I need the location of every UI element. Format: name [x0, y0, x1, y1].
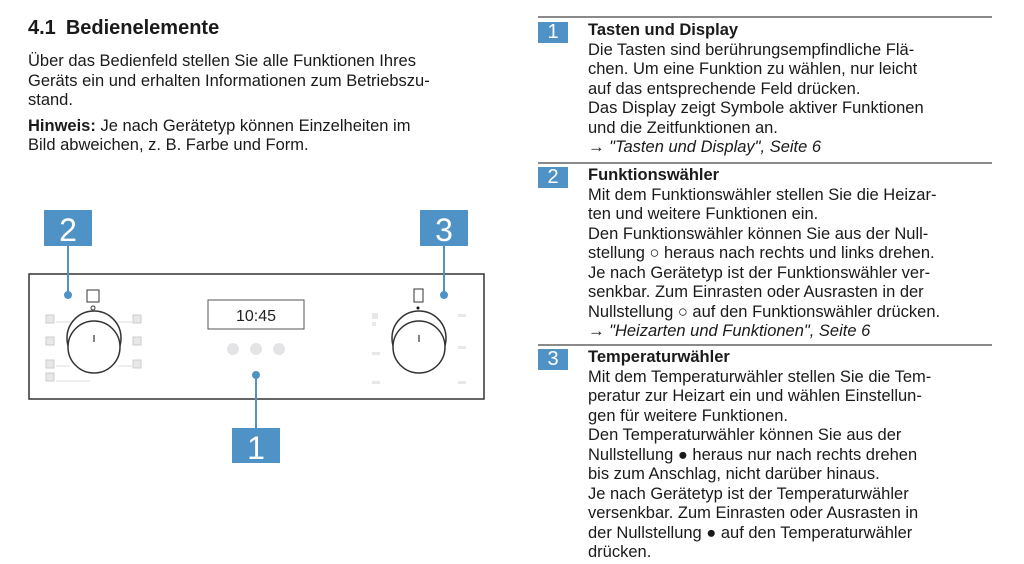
oven-light-icon [86, 289, 100, 303]
note-line: Hinweis: Je nach Gerätetyp können Einzel… [28, 117, 498, 137]
section-number: 4.1 [28, 17, 56, 39]
item-line: Je nach Gerätetyp ist der Funktionswähle… [588, 263, 931, 282]
item-tasten-und-display: Tasten und Display Die Tasten sind berüh… [588, 21, 924, 158]
divider [538, 162, 992, 164]
item-line: Die Tasten sind berührungsempfindliche F… [588, 40, 915, 59]
function-selector-knob [66, 310, 122, 374]
callout-label-2: 2 [59, 212, 77, 248]
item-line: ten und weitere Funktionen ein. [588, 205, 819, 223]
intro-line: Über das Bedienfeld stellen Sie alle Fun… [28, 52, 416, 70]
intro-line: Geräts ein und erhalten Informationen zu… [28, 71, 430, 90]
item-line: Den Temperaturwähler können Sie aus der [588, 426, 902, 444]
callout-label-3: 3 [435, 212, 453, 248]
item-line: der Nullstellung ● auf den Temperaturwäh… [588, 523, 913, 542]
section-heading: 4.1 Bedienelemente [28, 17, 219, 40]
item-line: und die Zeitfunktionen an. [588, 118, 778, 137]
item-badge-1: 1 [538, 22, 568, 43]
callout-badge-2 [44, 210, 92, 246]
callout-dot-2 [64, 291, 72, 299]
note-label: Hinweis: [28, 116, 96, 135]
item-badge-2: 2 [538, 167, 568, 188]
item-line: versenkbar. Zum Einrasten oder Ausrasten… [588, 504, 919, 522]
note-text: Je nach Gerätetyp können Einzelheiten im [95, 116, 411, 135]
item-line: Mit dem Funktionswähler stellen Sie die … [588, 185, 937, 204]
control-panel-diagram: 10:45 2 3 1 [28, 210, 485, 466]
divider [538, 344, 992, 346]
item-funktionswaehler: Funktionswähler Mit dem Funktionswähler … [588, 166, 940, 342]
callout-dot-3 [440, 291, 448, 299]
zero-position-dot [416, 306, 420, 310]
temperature-marks [372, 313, 466, 384]
section-title: Bedienelemente [65, 17, 220, 39]
item-badge-3: 3 [538, 349, 568, 370]
touch-button [250, 343, 262, 355]
item-line: gen für weitere Funktionen. [588, 406, 788, 425]
callout-dot-1 [252, 371, 260, 379]
item-line: Mit dem Temperaturwähler stellen Sie die… [588, 367, 932, 386]
page-reference-link[interactable]: → "Tasten und Display", Seite 6 [588, 138, 822, 156]
display-time: 10:45 [236, 308, 276, 325]
zero-position-marker [90, 305, 96, 311]
item-line: Nullstellung ○ auf den Funktionswähler d… [588, 302, 941, 321]
callout-badge-1 [232, 428, 280, 463]
callout-label-1: 1 [247, 430, 265, 466]
item-line: drücken. [588, 543, 652, 561]
item-title: Temperaturwähler [588, 348, 730, 366]
function-symbols-left [45, 314, 142, 382]
intro-line: stand. [28, 91, 73, 109]
item-line: Je nach Gerätetyp ist der Temperaturwähl… [588, 484, 909, 503]
touch-button [273, 343, 285, 355]
thermometer-icon [413, 288, 424, 303]
item-line: bis zum Anschlag, nicht darüber hinaus. [588, 465, 880, 483]
temperature-selector-knob [391, 310, 447, 374]
item-line: peratur zur Heizart ein und wählen Einst… [588, 387, 922, 405]
intro-text: Über das Bedienfeld stellen Sie alle Fun… [28, 52, 498, 156]
item-line: Den Funktionswähler können Sie aus der N… [588, 224, 929, 243]
touch-buttons [227, 343, 285, 355]
note-line: Bild abweichen, z. B. Farbe und Form. [28, 136, 309, 154]
item-title: Tasten und Display [588, 21, 739, 39]
display [207, 299, 305, 330]
page-reference-link[interactable]: → "Heizarten und Funktionen", Seite 6 [588, 322, 871, 340]
item-line: auf das entsprechende Feld drücken. [588, 79, 861, 98]
callout-badge-3 [420, 210, 468, 246]
item-line: senkbar. Zum Einrasten oder Ausrasten in… [588, 283, 924, 301]
item-line: Nullstellung ● heraus nur nach rechts dr… [588, 445, 918, 464]
item-line: stellung ○ heraus nach rechts und links … [588, 244, 935, 262]
item-line: chen. Um eine Funktion zu wählen, nur le… [588, 60, 918, 78]
divider [538, 16, 992, 18]
item-temperaturwaehler: Temperaturwähler Mit dem Temperaturwähle… [588, 348, 931, 563]
touch-button [227, 343, 239, 355]
item-line: Das Display zeigt Symbole aktiver Funkti… [588, 99, 924, 117]
item-title: Funktionswähler [588, 166, 720, 184]
